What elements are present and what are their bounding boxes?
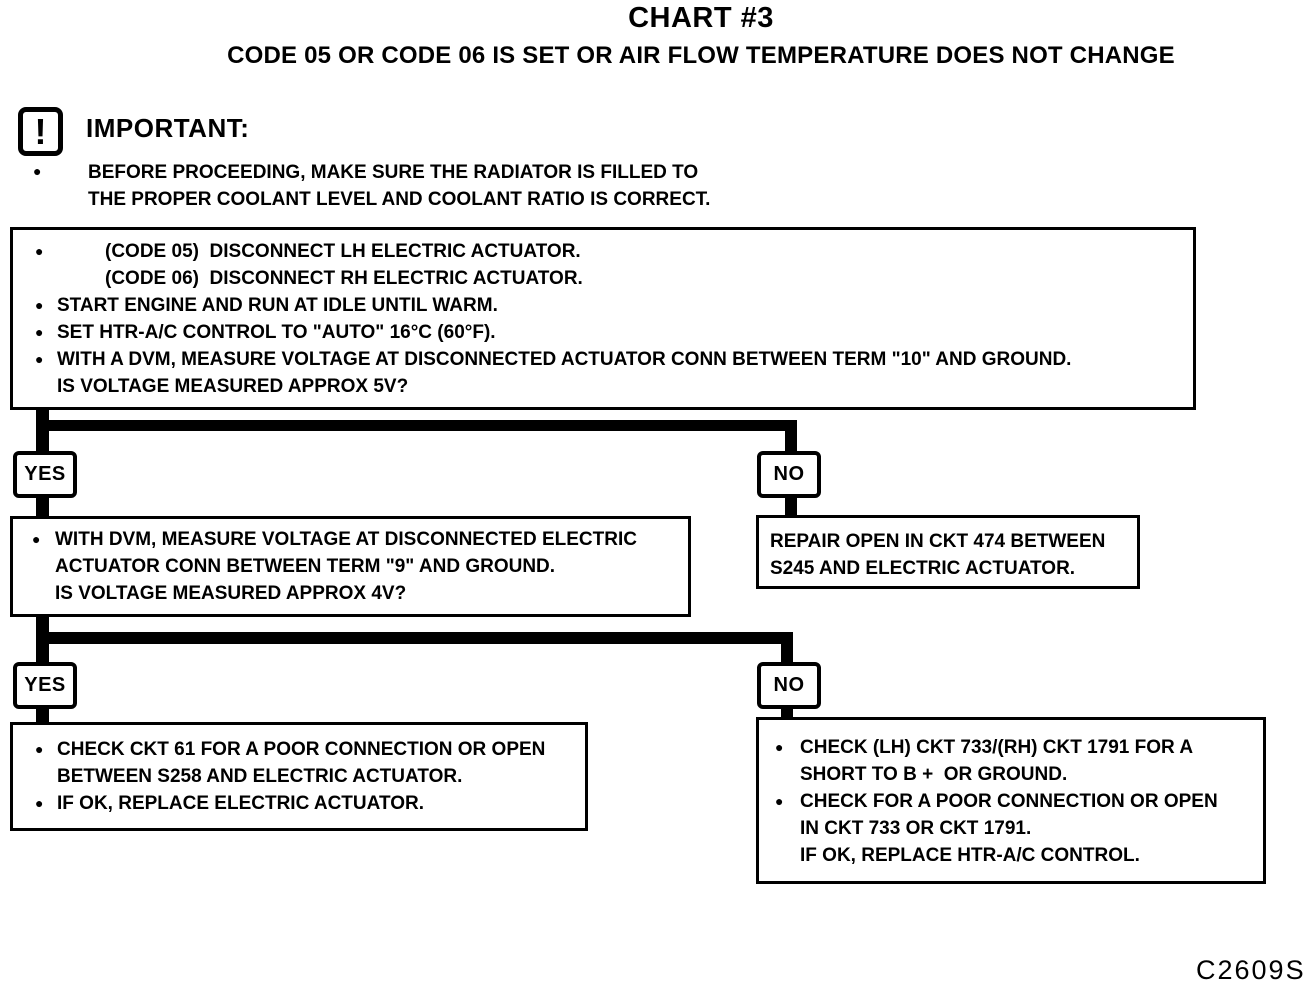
step3-no-bullet2-line1: CHECK FOR A POOR CONNECTION OR OPEN — [800, 791, 1218, 812]
no-badge-2: NO — [757, 662, 821, 709]
bullet-icon: ● — [35, 243, 44, 259]
step3-yes-bullet2: IF OK, REPLACE ELECTRIC ACTUATOR. — [57, 793, 424, 814]
important-label: IMPORTANT: — [86, 113, 250, 143]
page-subtitle: CODE 05 OR CODE 06 IS SET OR AIR FLOW TE… — [227, 42, 1175, 69]
step3-no-box: ● CHECK (LH) CKT 733/(RH) CKT 1791 FOR A… — [756, 717, 1266, 884]
yes-badge-2-label: YES — [24, 674, 66, 696]
bullet-icon: ● — [35, 324, 44, 340]
step3-no-bullet1-line1: CHECK (LH) CKT 733/(RH) CKT 1791 FOR A — [800, 737, 1194, 758]
step2-yes-box: ● WITH DVM, MEASURE VOLTAGE AT DISCONNEC… — [10, 516, 691, 617]
step3-no-bullet2-line2: IN CKT 733 OR CKT 1791. — [800, 818, 1032, 839]
step2-yes-line3: IS VOLTAGE MEASURED APPROX 4V? — [55, 583, 407, 604]
step3-yes-bullet1-line1: CHECK CKT 61 FOR A POOR CONNECTION OR OP… — [57, 739, 546, 760]
yes-badge-1-label: YES — [24, 463, 66, 485]
bullet-icon: ● — [35, 741, 44, 757]
step1-code06: (CODE 06) DISCONNECT RH ELECTRIC ACTUATO… — [105, 268, 583, 289]
important-note-line2: THE PROPER COOLANT LEVEL AND COOLANT RAT… — [88, 189, 711, 210]
figure-code: C2609S — [1196, 955, 1306, 985]
connector-line — [36, 632, 793, 644]
exclamation-icon: ! — [34, 110, 47, 152]
page-title: CHART #3 — [628, 2, 774, 34]
connector-line — [785, 496, 797, 517]
step2-no-line2: S245 AND ELECTRIC ACTUATOR. — [770, 558, 1076, 579]
no-badge-2-label: NO — [773, 674, 805, 696]
no-badge-1: NO — [757, 451, 821, 498]
step3-yes-box: ● CHECK CKT 61 FOR A POOR CONNECTION OR … — [10, 722, 588, 831]
connector-line — [785, 428, 797, 453]
step2-yes-line2: ACTUATOR CONN BETWEEN TERM "9" AND GROUN… — [55, 556, 556, 577]
bullet-icon: ● — [33, 163, 42, 179]
step1-bullet4-line1: WITH A DVM, MEASURE VOLTAGE AT DISCONNEC… — [57, 349, 1072, 370]
connector-line — [781, 707, 793, 719]
step1-bullet4-line2: IS VOLTAGE MEASURED APPROX 5V? — [57, 376, 409, 397]
yes-badge-1: YES — [13, 451, 77, 498]
connector-line — [36, 420, 797, 431]
step1-code05: (CODE 05) DISCONNECT LH ELECTRIC ACTUATO… — [105, 241, 581, 262]
step1-bullet2: START ENGINE AND RUN AT IDLE UNTIL WARM. — [57, 295, 498, 316]
no-badge-1-label: NO — [773, 463, 805, 485]
step1-bullet3: SET HTR-A/C CONTROL TO "AUTO" 16°C (60°F… — [57, 322, 496, 343]
important-icon: ! — [18, 107, 63, 156]
connector-line — [36, 496, 49, 518]
bullet-icon: ● — [775, 739, 784, 755]
step3-no-bullet2-line3: IF OK, REPLACE HTR-A/C CONTROL. — [800, 845, 1140, 866]
step2-no-line1: REPAIR OPEN IN CKT 474 BETWEEN — [770, 531, 1106, 552]
important-note-line1: BEFORE PROCEEDING, MAKE SURE THE RADIATO… — [88, 162, 699, 183]
bullet-icon: ● — [775, 793, 784, 809]
step2-no-box: REPAIR OPEN IN CKT 474 BETWEEN S245 AND … — [756, 515, 1140, 589]
bullet-icon: ● — [35, 351, 44, 367]
step1-box: ● (CODE 05) DISCONNECT LH ELECTRIC ACTUA… — [10, 227, 1196, 410]
bullet-icon: ● — [35, 297, 44, 313]
step3-yes-bullet1-line2: BETWEEN S258 AND ELECTRIC ACTUATOR. — [57, 766, 463, 787]
step3-no-bullet1-line2: SHORT TO B + OR GROUND. — [800, 764, 1068, 785]
bullet-icon: ● — [35, 795, 44, 811]
important-note: BEFORE PROCEEDING, MAKE SURE THE RADIATO… — [88, 159, 710, 213]
step2-yes-line1: WITH DVM, MEASURE VOLTAGE AT DISCONNECTE… — [55, 529, 637, 550]
yes-badge-2: YES — [13, 662, 77, 709]
bullet-icon: ● — [32, 531, 41, 547]
connector-line — [36, 707, 49, 724]
connector-line — [781, 640, 793, 664]
